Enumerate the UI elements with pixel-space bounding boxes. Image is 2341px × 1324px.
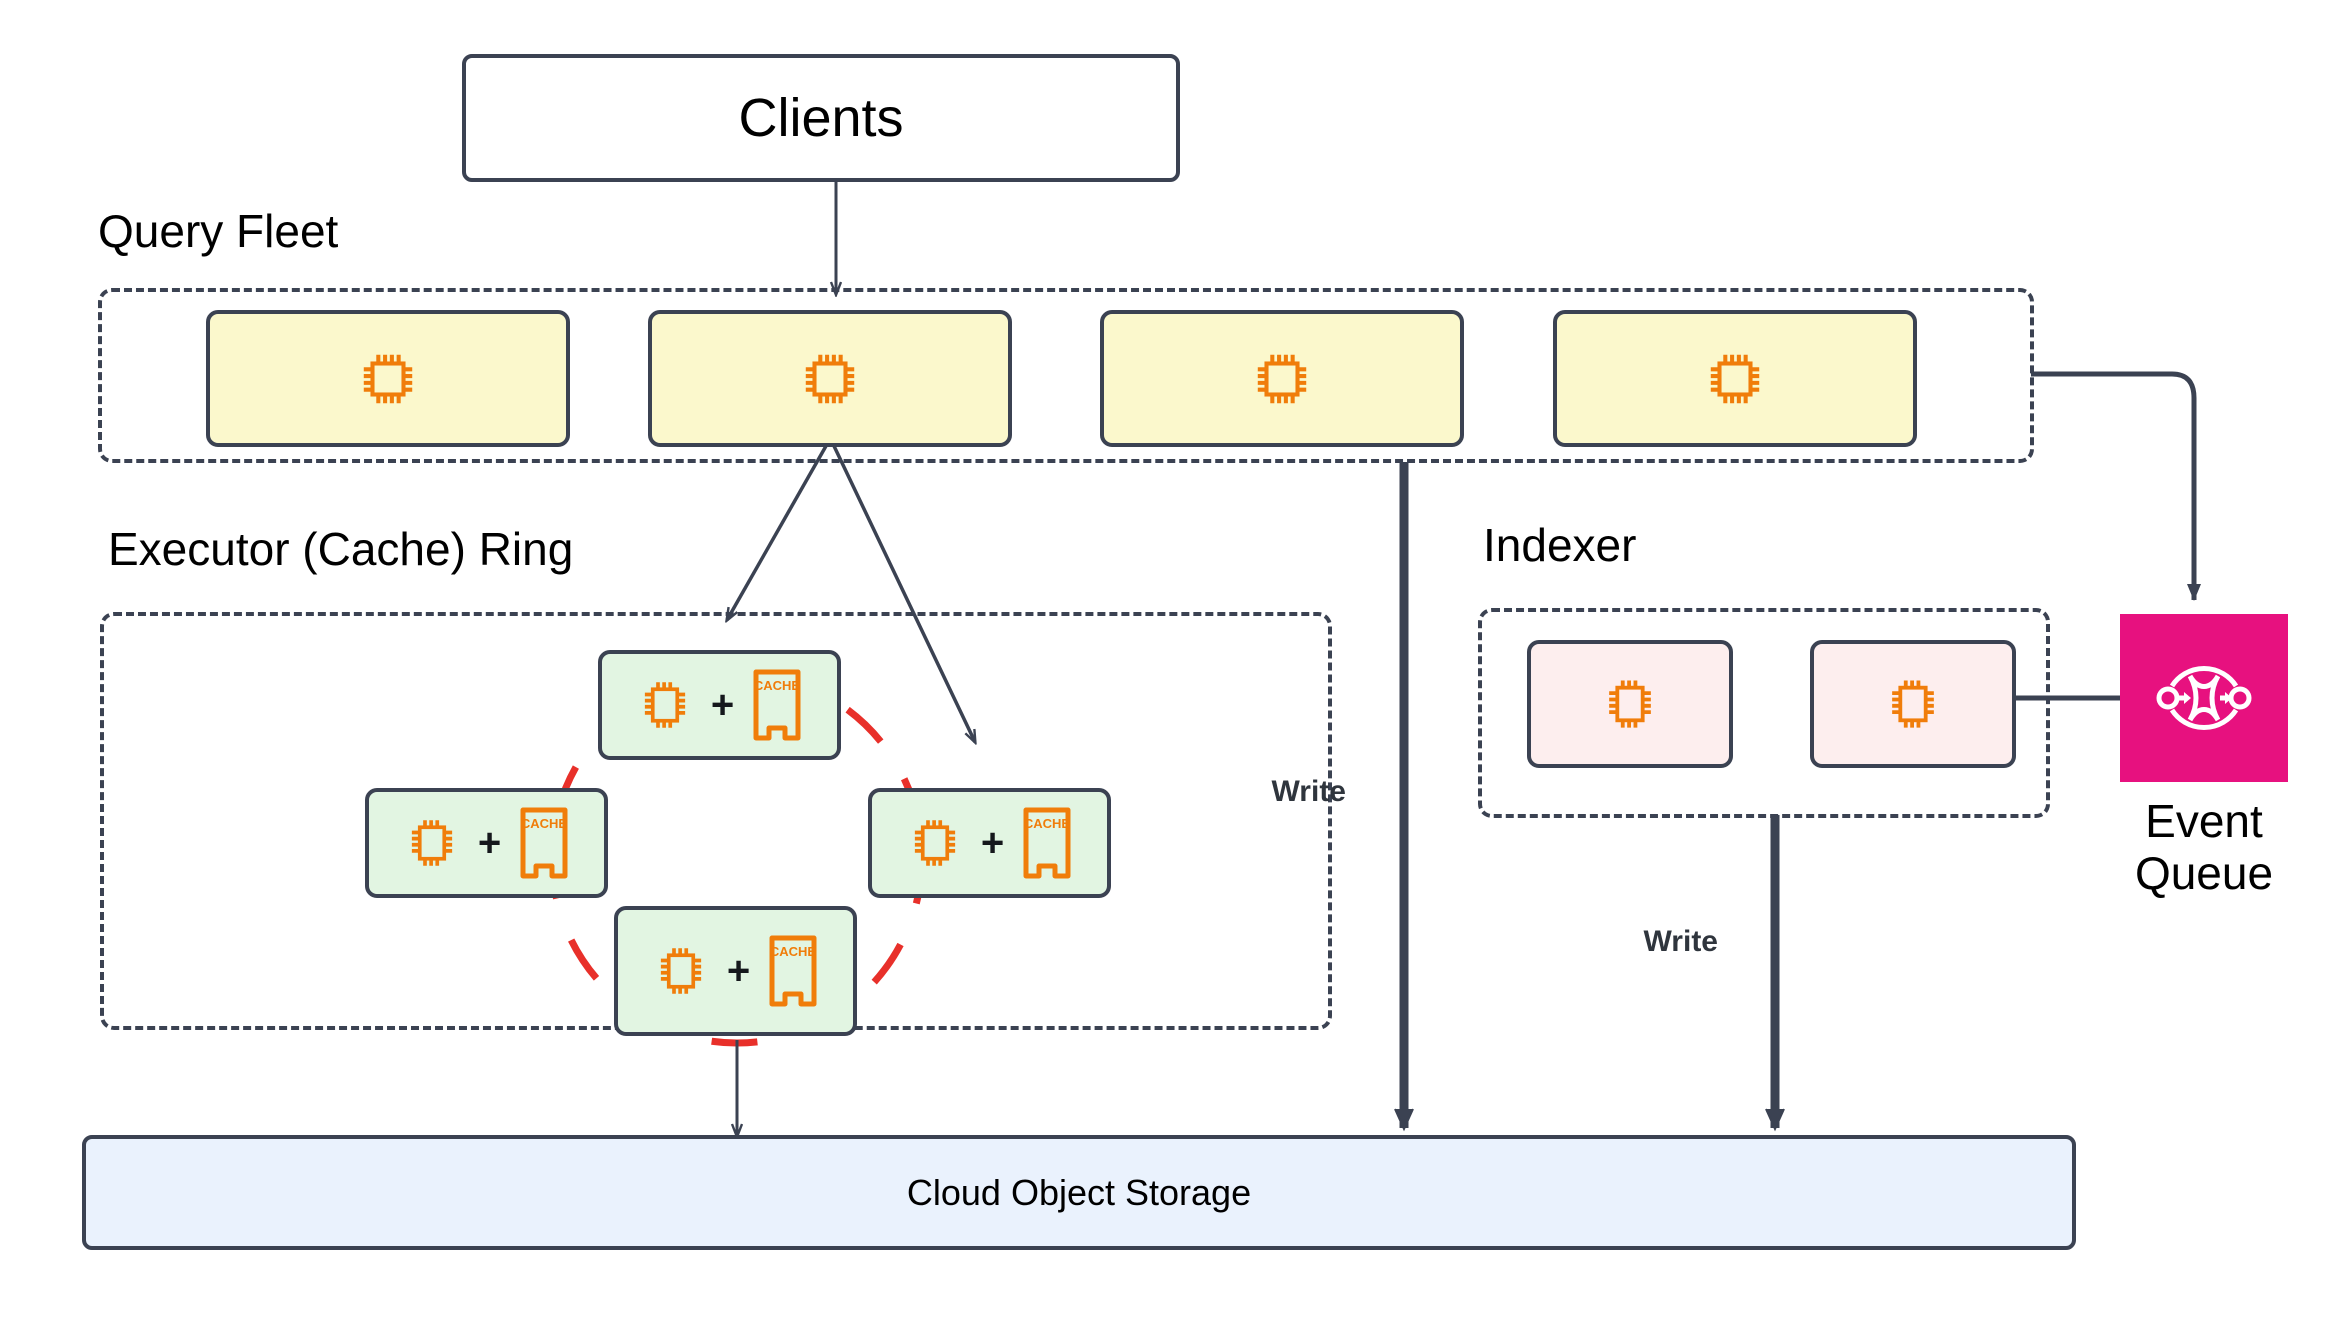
cpu-icon xyxy=(1251,348,1313,410)
write-label-indexer: Write xyxy=(1643,925,1718,958)
query-node-1[interactable] xyxy=(206,310,570,447)
cache-icon: CACHE xyxy=(519,806,569,880)
executor-ring-label: Executor (Cache) Ring xyxy=(108,523,574,575)
svg-text:CACHE: CACHE xyxy=(770,944,817,959)
cpu-icon xyxy=(1704,348,1766,410)
executor-operator: + xyxy=(710,683,735,727)
cloud-object-storage-label: Cloud Object Storage xyxy=(906,1171,1252,1213)
cpu-icon xyxy=(653,943,709,999)
cpu-icon xyxy=(637,677,693,733)
executor-node-left[interactable]: + CACHE xyxy=(365,788,608,898)
executor-node-right[interactable]: + CACHE xyxy=(868,788,1111,898)
query-node-2[interactable] xyxy=(648,310,1012,447)
clients-box[interactable]: Clients xyxy=(462,54,1180,182)
event-bus-icon xyxy=(2148,642,2260,754)
cache-icon: CACHE xyxy=(752,668,802,742)
cpu-icon xyxy=(907,815,963,871)
svg-text:CACHE: CACHE xyxy=(521,816,568,831)
query-fleet-container xyxy=(98,288,2034,463)
indexer-label: Indexer xyxy=(1483,519,1637,571)
executor-operator: + xyxy=(726,949,751,993)
query-node-3[interactable] xyxy=(1100,310,1464,447)
cloud-object-storage-box[interactable]: Cloud Object Storage xyxy=(82,1135,2076,1250)
write-label-query-fleet: Write xyxy=(1271,775,1346,808)
cpu-icon xyxy=(404,815,460,871)
executor-operator: + xyxy=(477,821,502,865)
cpu-icon xyxy=(357,348,419,410)
executor-node-bottom[interactable]: + CACHE xyxy=(614,906,857,1036)
cache-icon: CACHE xyxy=(1022,806,1072,880)
cache-icon: CACHE xyxy=(768,934,818,1008)
svg-text:CACHE: CACHE xyxy=(1024,816,1071,831)
cpu-icon xyxy=(1884,675,1942,733)
indexer-container xyxy=(1478,608,2050,818)
event-queue-label: Event Queue xyxy=(2134,795,2274,899)
executor-node-top[interactable]: + CACHE xyxy=(598,650,841,760)
executor-operator: + xyxy=(980,821,1005,865)
query-fleet-label: Query Fleet xyxy=(98,205,339,257)
indexer-node-2[interactable] xyxy=(1810,640,2016,768)
clients-label: Clients xyxy=(738,88,904,148)
cpu-icon xyxy=(1601,675,1659,733)
svg-text:CACHE: CACHE xyxy=(754,678,801,693)
indexer-node-1[interactable] xyxy=(1527,640,1733,768)
query-node-4[interactable] xyxy=(1553,310,1917,447)
cpu-icon xyxy=(799,348,861,410)
event-queue-box[interactable] xyxy=(2120,614,2288,782)
